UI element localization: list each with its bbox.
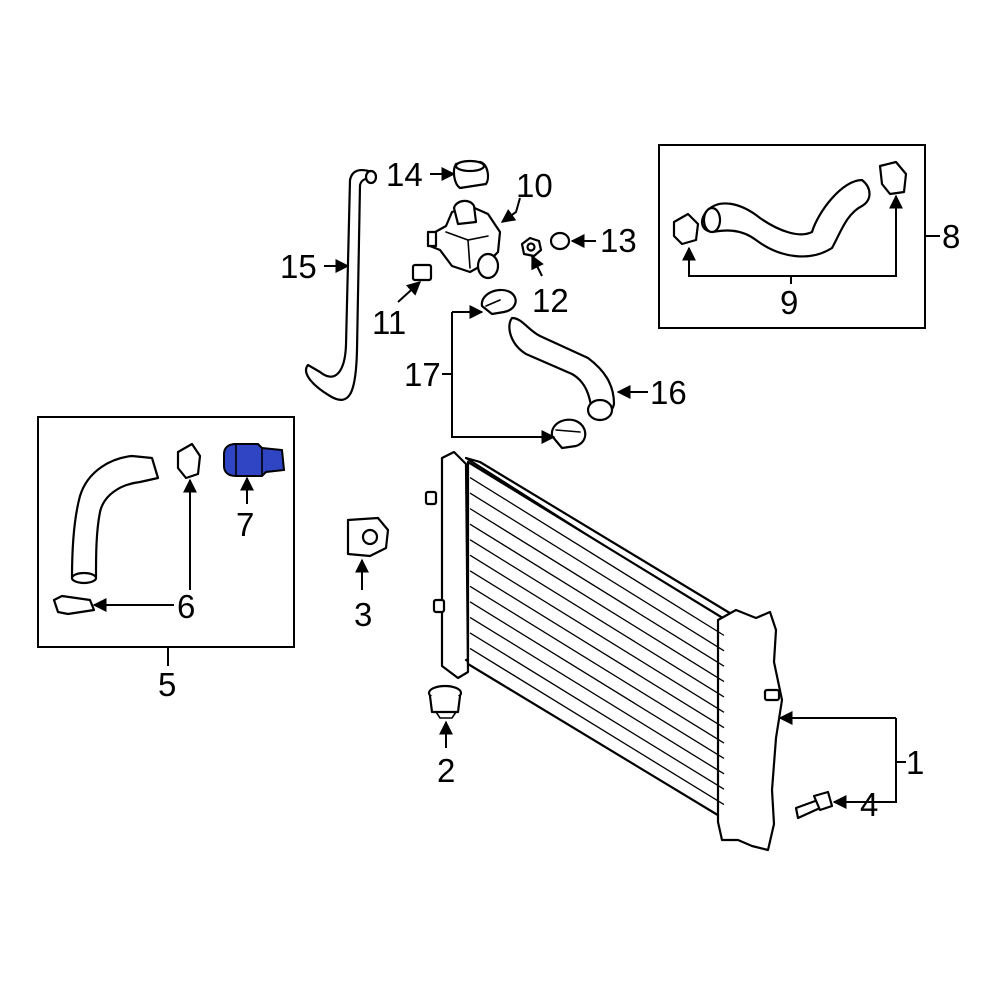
radiator-fin-line (469, 554, 725, 713)
radiator-fin-line (469, 476, 725, 636)
clamp-17-upper[interactable] (480, 288, 517, 316)
radiator-fin-line (469, 601, 725, 760)
callout-8: 8 (942, 218, 960, 255)
clamp-6-upper[interactable] (176, 442, 202, 480)
hose-9[interactable] (700, 178, 871, 258)
fitting-7-body (223, 443, 286, 477)
hose-15[interactable] (304, 169, 378, 401)
radiator-fin-line (469, 523, 725, 683)
callout-17: 17 (404, 356, 441, 393)
radiator-fin-line (469, 539, 725, 698)
callout-5: 5 (158, 666, 176, 703)
callout-3: 3 (354, 596, 372, 633)
radiator-fin-line (469, 585, 725, 744)
callout-2: 2 (437, 752, 455, 789)
callout-13: 13 (600, 222, 637, 259)
callout-6: 6 (177, 588, 195, 625)
radiator-fin-line (469, 616, 725, 775)
gasket-11[interactable] (411, 263, 433, 282)
clamp-9-left[interactable] (672, 212, 700, 246)
upper-hose-16[interactable] (508, 316, 616, 422)
bolt-4[interactable] (794, 790, 834, 820)
callout-12: 12 (532, 282, 569, 319)
callout-14: 14 (386, 156, 423, 193)
callout-16: 16 (650, 374, 687, 411)
callout-4: 4 (860, 786, 878, 823)
bracket-3[interactable] (346, 516, 390, 558)
group-box-5 (37, 416, 295, 648)
radiator-fin-line (469, 492, 725, 652)
plug-13[interactable] (549, 231, 571, 251)
callout-7: 7 (236, 506, 254, 543)
thermostat-housing-10[interactable] (426, 199, 502, 280)
clamp-9-right[interactable] (878, 160, 908, 196)
radiator-fin-line (469, 632, 725, 790)
radiator-fins (469, 476, 725, 806)
nut-12[interactable] (520, 236, 543, 258)
callout-labels: 1 2 3 4 5 6 7 8 9 10 11 12 13 14 15 16 1… (158, 156, 960, 823)
leader-lines (92, 167, 940, 809)
clamp-6-lower[interactable] (52, 594, 96, 616)
radiator-fin-line (469, 570, 725, 729)
clamp-17-lower[interactable] (550, 418, 587, 450)
callout-15: 15 (280, 248, 317, 285)
radiator-fin-line (469, 508, 725, 667)
callout-10: 10 (516, 167, 553, 204)
lower-hose-5[interactable] (70, 454, 160, 585)
cap-14[interactable] (452, 159, 490, 190)
mount-2[interactable] (427, 684, 463, 719)
callout-1: 1 (906, 744, 924, 781)
radiator-fin-line (469, 647, 725, 806)
callout-11: 11 (372, 304, 406, 341)
callout-9: 9 (780, 284, 798, 321)
radiator-1[interactable] (424, 450, 784, 852)
fitting-7[interactable] (223, 443, 286, 477)
